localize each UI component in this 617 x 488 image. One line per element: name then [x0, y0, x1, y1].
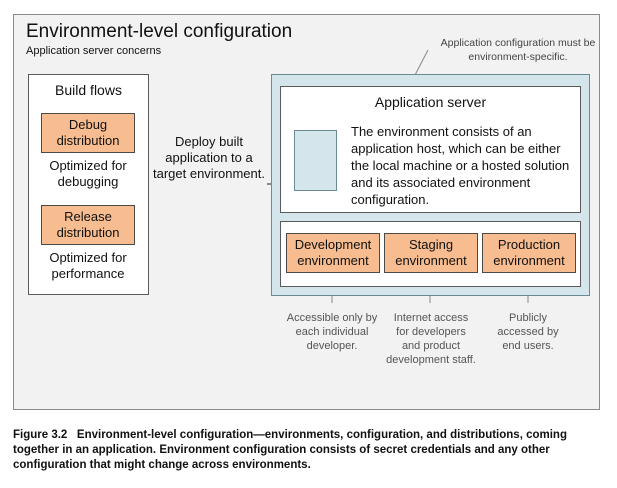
release-distribution-box: Release distribution	[41, 205, 135, 245]
diagram-title: Environment-level configuration	[26, 21, 293, 42]
staging-note: Internet access for developers and produ…	[386, 312, 476, 366]
production-environment-box: Production environment	[482, 233, 576, 273]
release-optimization-text: Optimized for performance	[49, 250, 127, 281]
debug-distribution-box: Debug distribution	[41, 113, 135, 153]
figure-caption-text: Environment-level configuration—environm…	[13, 429, 567, 471]
application-server-title: Application server	[374, 94, 487, 110]
host-icon	[294, 130, 337, 191]
note-leader-line	[414, 49, 429, 76]
development-note: Accessible only by each individual devel…	[286, 312, 378, 352]
staging-environment-box: Staging environment	[384, 233, 478, 273]
figure-number: Figure 3.2	[13, 429, 68, 441]
production-note: Publicly accessed by end users.	[497, 312, 559, 352]
diagram-subtitle: Application server concerns	[26, 45, 162, 57]
deploy-label: Deploy built application to a target env…	[152, 134, 265, 181]
environment-note: Application configuration must be enviro…	[440, 37, 596, 63]
debug-optimization-text: Optimized for debugging	[49, 158, 127, 189]
application-server-description: The environment consists of an applicati…	[351, 124, 570, 207]
development-environment-box: Development environment	[286, 233, 380, 273]
figure-caption: Figure 3.2 Environment-level configurati…	[13, 428, 603, 473]
build-flows-panel	[28, 74, 149, 295]
build-flows-title: Build flows	[55, 82, 122, 98]
